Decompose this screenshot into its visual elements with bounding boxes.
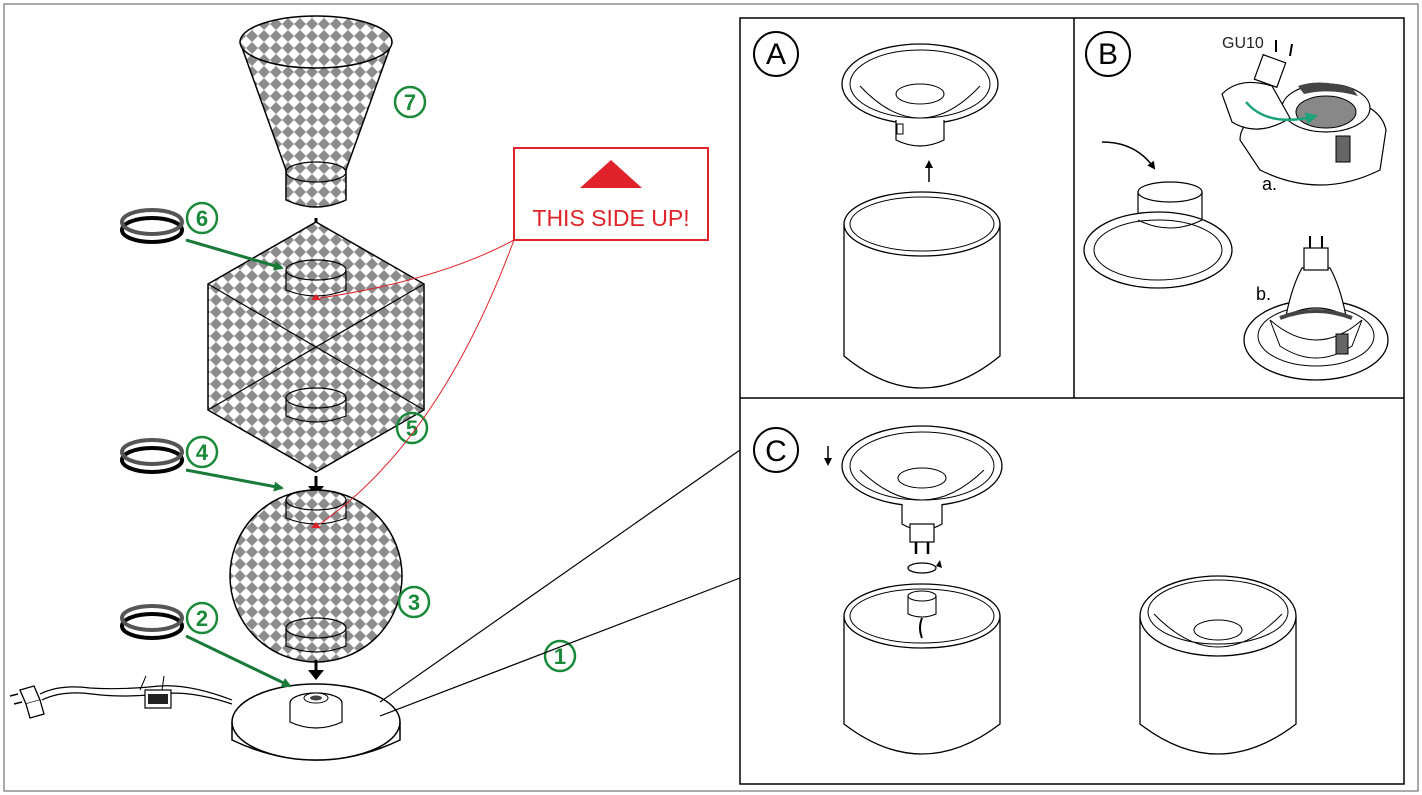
svg-text:6: 6 <box>196 206 208 231</box>
ring-lower <box>120 604 184 640</box>
reflector-a <box>841 43 999 147</box>
step-letter-c: C <box>753 427 799 473</box>
svg-text:4: 4 <box>196 440 209 465</box>
svg-text:THIS SIDE UP!: THIS SIDE UP! <box>532 205 689 231</box>
warning-leader-line <box>319 239 515 525</box>
part-number-5: 5 <box>395 411 429 445</box>
pointer-arrow-4 <box>185 468 284 492</box>
svg-text:A: A <box>766 38 786 71</box>
svg-text:7: 7 <box>404 90 416 115</box>
rotate-green-arrow <box>1245 101 1318 125</box>
bulb-installed-b <box>1243 236 1389 381</box>
zoom-line <box>379 449 741 703</box>
rotate-icon <box>907 560 942 574</box>
sub-step-b-label: b. <box>1256 284 1271 304</box>
cylinder-c-open <box>843 583 1001 755</box>
svg-text:1: 1 <box>554 644 566 669</box>
cylinder-c-assembled <box>1139 575 1297 755</box>
step-b-panel: B GU10 a. <box>1083 31 1389 381</box>
power-cable <box>39 675 233 709</box>
svg-text:5: 5 <box>406 416 418 441</box>
svg-text:C: C <box>765 435 787 468</box>
cube-shade <box>207 221 425 473</box>
cylinder-a <box>843 191 1001 389</box>
globe-shade <box>229 489 403 663</box>
detail-panels <box>739 17 1405 785</box>
part-number-3: 3 <box>397 585 431 619</box>
reflector-b <box>1083 181 1233 289</box>
pointer-arrow-6 <box>185 238 284 271</box>
curved-arrow-icon <box>1101 141 1156 170</box>
sub-step-a-label: a. <box>1262 174 1277 194</box>
zoom-line <box>379 577 741 717</box>
ring-middle <box>120 438 184 474</box>
svg-text:B: B <box>1098 38 1118 71</box>
part-number-4: 4 <box>185 435 219 469</box>
step-letter-a: A <box>753 31 799 77</box>
triangle-up-icon <box>580 160 642 188</box>
lamp-base <box>231 683 401 761</box>
part-number-2: 2 <box>185 601 219 635</box>
arrow-down-icon <box>308 660 324 680</box>
part-number-1: 1 <box>543 639 577 673</box>
warning-leader-line <box>319 239 515 299</box>
exploded-view: 7 6 5 4 3 2 1 <box>9 15 741 761</box>
pointer-arrow-2 <box>185 634 292 688</box>
step-letter-b: B <box>1085 31 1131 77</box>
cone-shade <box>239 15 393 208</box>
plug-icon <box>9 685 45 719</box>
svg-text:2: 2 <box>196 606 208 631</box>
step-a-panel: A <box>753 31 1001 389</box>
ring-upper <box>120 208 184 244</box>
step-c-panel: C <box>753 425 1297 755</box>
part-number-6: 6 <box>185 201 219 235</box>
bulb-insert-a <box>1221 40 1387 186</box>
gu10-label: GU10 <box>1222 35 1264 52</box>
page-frame <box>3 3 1419 792</box>
this-side-up-label: THIS SIDE UP! <box>513 147 709 241</box>
svg-text:3: 3 <box>408 590 420 615</box>
part-number-7: 7 <box>393 85 427 119</box>
reflector-c <box>841 425 1003 554</box>
